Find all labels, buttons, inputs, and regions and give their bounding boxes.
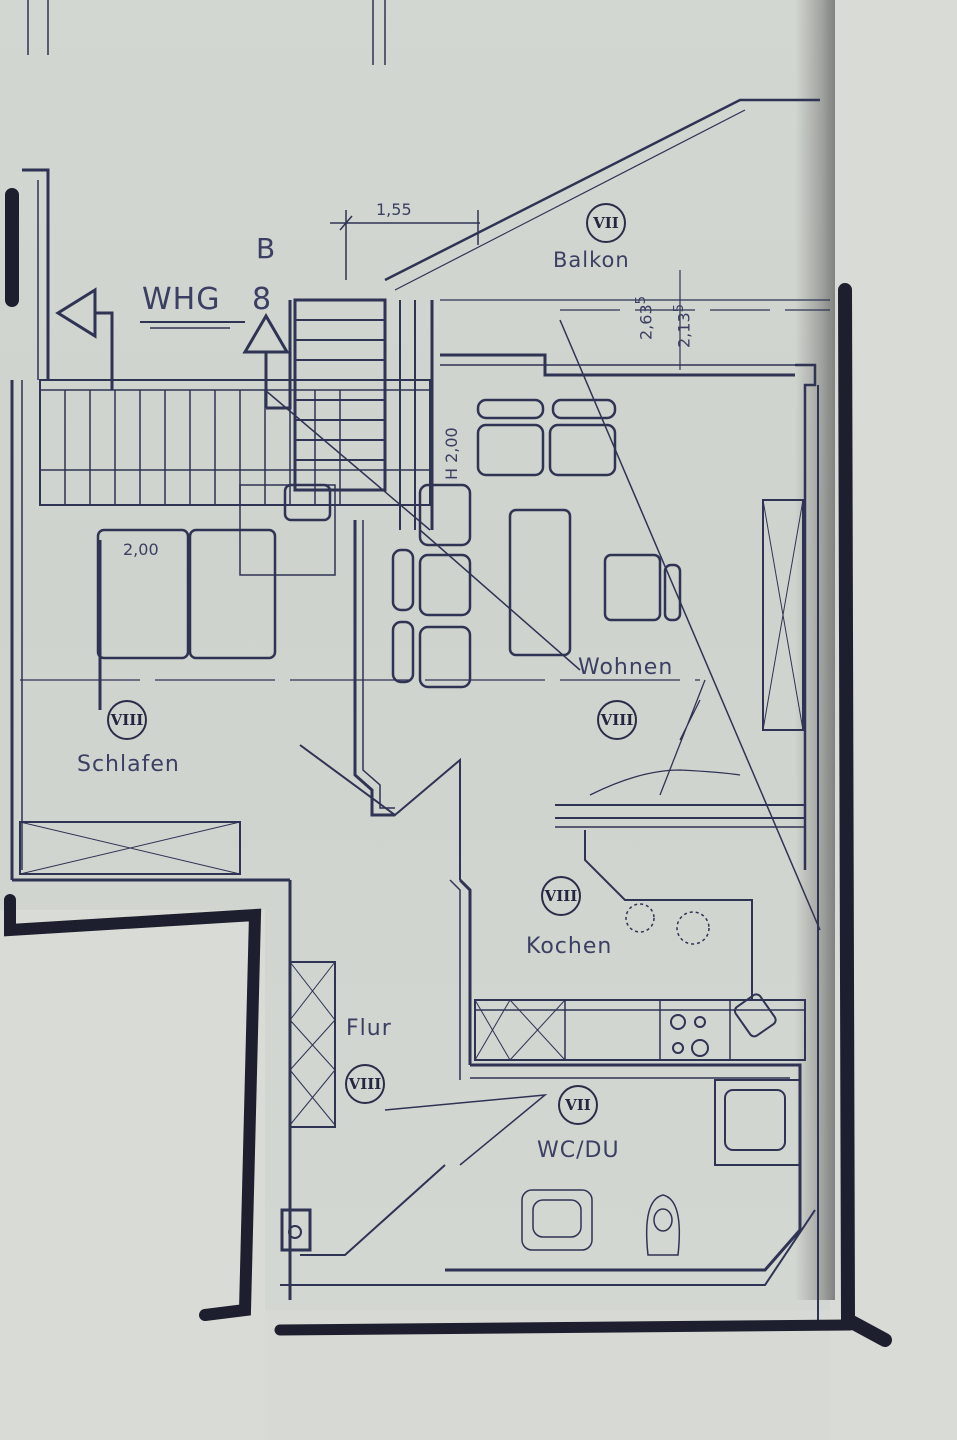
dimension-balcony-depth-2-value: 2,13: [674, 312, 694, 348]
room-category-wohnen: VIII: [597, 700, 637, 740]
dimension-balcony-depth-2-sup: 5: [672, 303, 687, 313]
dimension-stair-height: H 2,00: [442, 427, 461, 480]
room-label-wohnen: Wohnen: [578, 655, 674, 680]
unit-number: 8: [252, 282, 273, 317]
room-category-schlafen: VIII: [107, 700, 147, 740]
room-label-kochen: Kochen: [526, 934, 613, 959]
room-label-flur: Flur: [346, 1016, 392, 1041]
dimension-bed-width: 2,00: [123, 540, 159, 559]
room-category-flur: VIII: [345, 1064, 385, 1104]
room-category-balkon: VII: [586, 203, 626, 243]
paper-fold-shadow: [795, 0, 835, 1300]
building-label: B: [256, 232, 277, 265]
paper-lower-left: [0, 910, 265, 1440]
room-category-wc-du: VII: [558, 1085, 598, 1125]
unit-label: WHG: [142, 282, 221, 317]
dimension-balcony-depth-1-value: 2,63: [636, 304, 656, 340]
room-label-wc-du: WC/DU: [537, 1138, 620, 1163]
room-label-balkon: Balkon: [553, 248, 630, 272]
room-category-kochen: VIII: [541, 876, 581, 916]
dimension-top-width: 1,55: [376, 200, 412, 219]
dimension-balcony-depth-1-sup: 5: [634, 295, 649, 305]
dimension-balcony-depth-2: 2,135: [672, 304, 693, 348]
dimension-balcony-depth-1: 2,635: [634, 296, 655, 340]
room-label-schlafen: Schlafen: [77, 752, 180, 777]
